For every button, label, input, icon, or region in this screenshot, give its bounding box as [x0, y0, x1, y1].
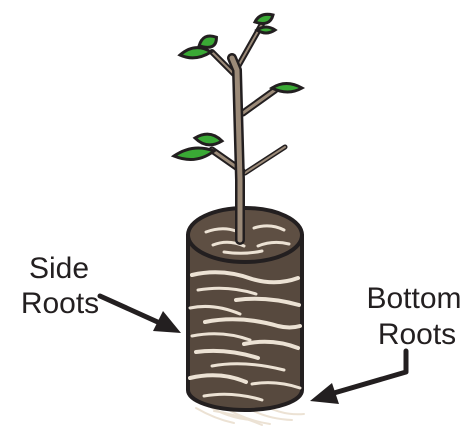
side-roots-label-line-1: Side: [14, 252, 104, 286]
seedling-icon: [174, 14, 302, 240]
bottom-roots-arrow: [310, 351, 406, 404]
bottom-roots-label-line-2: Roots: [358, 318, 476, 352]
bottom-roots-label-line-1: Bottom: [352, 282, 476, 316]
side-roots-arrow: [100, 296, 181, 333]
side-roots-label-line-2: Roots: [10, 287, 110, 321]
